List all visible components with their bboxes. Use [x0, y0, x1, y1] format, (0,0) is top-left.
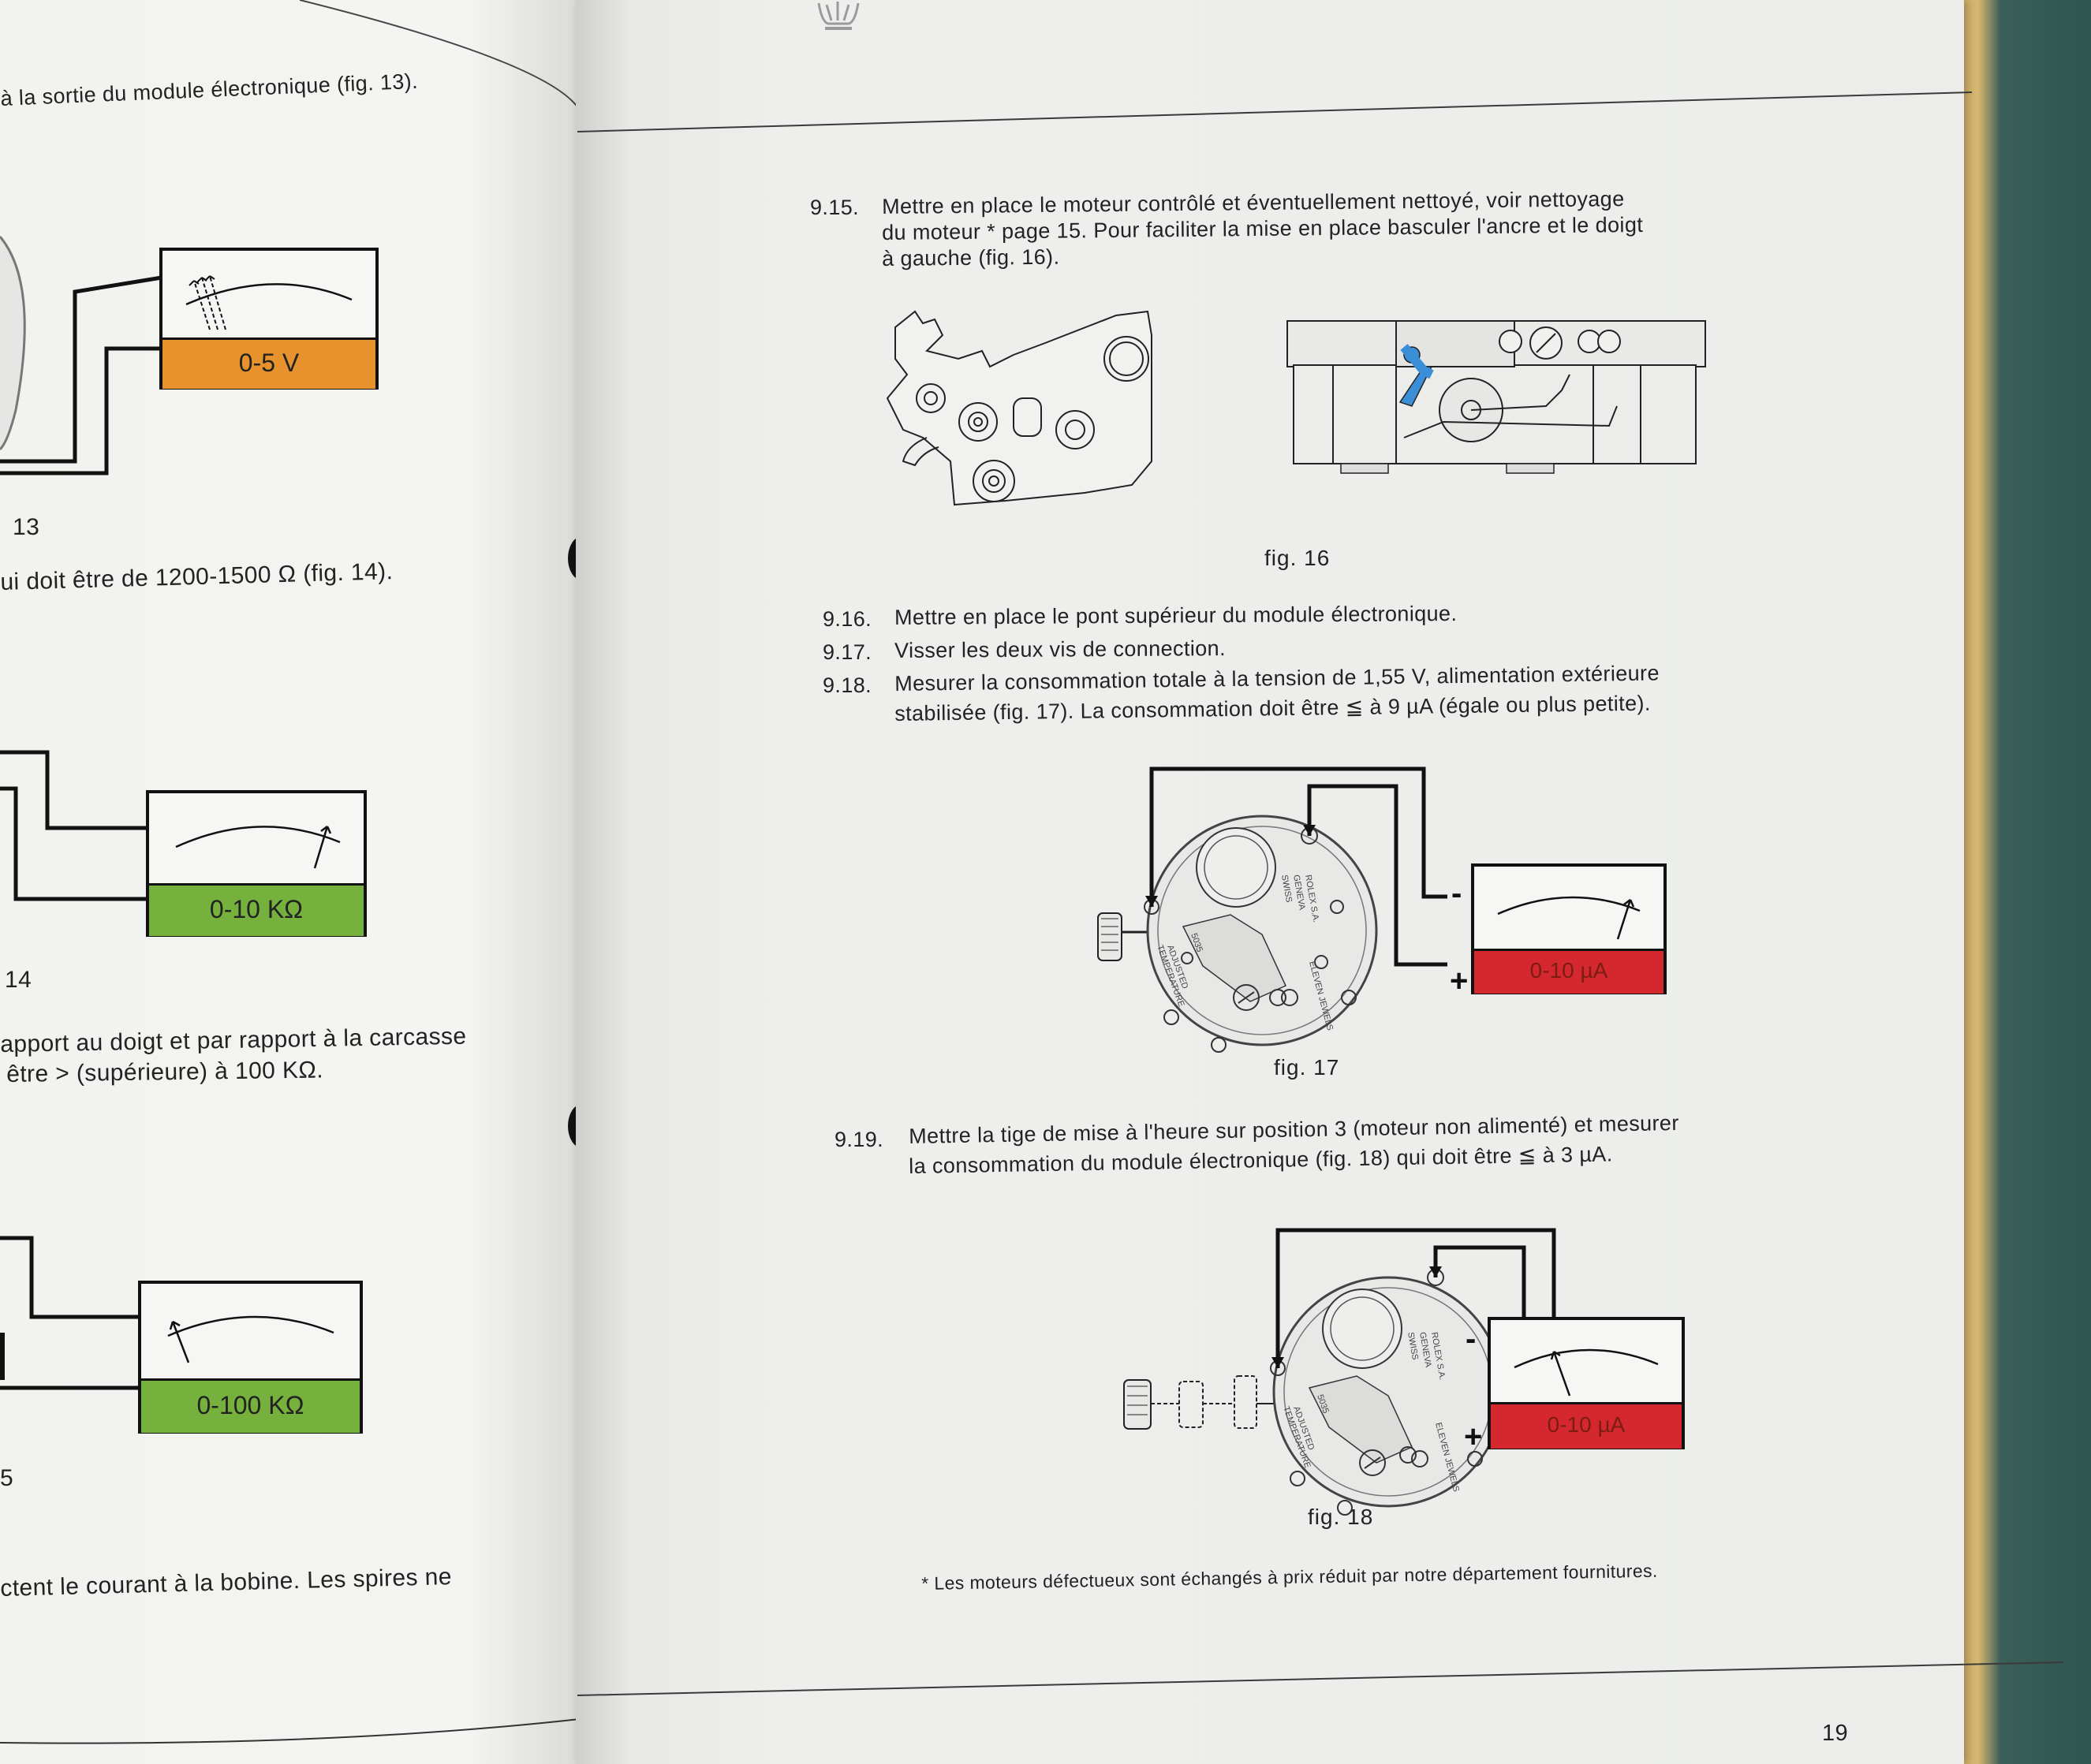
- fig-18-diagram: ROLEX S.A. GENEVA SWISS ADJUSTED TEMPERA…: [1123, 1228, 1581, 1516]
- step-9-16-number: 9.16.: [823, 607, 872, 631]
- crown-logo-icon: [817, 2, 860, 30]
- fig-16-caption: fig. 16: [1264, 546, 1331, 570]
- step-9-16-line-1: Mettre en place le pont supérieur du mod…: [894, 602, 1458, 629]
- page-number: 19: [1822, 1721, 1849, 1746]
- meter-dial: [185, 275, 353, 330]
- fig-13-diagram: [0, 236, 162, 475]
- meter-label-0-10ua-fig18: 0-10 µA: [1491, 1402, 1682, 1449]
- binder-cover: [1940, 0, 2091, 1764]
- page-rules: [577, 91, 2064, 1696]
- fig-15-number: 5: [0, 1465, 14, 1491]
- fig-15-diagram: [0, 1236, 139, 1390]
- fig-17-minus-sign: -: [1451, 876, 1462, 911]
- meter-label-0-10ua-fig17: 0-10 µA: [1474, 949, 1663, 994]
- meter-label-0-5v: 0-5 V: [162, 338, 375, 389]
- left-page: à la sortie du module électronique (fig.…: [0, 0, 584, 1764]
- meter-dial: [167, 1315, 334, 1363]
- meter-dial: [1514, 1348, 1659, 1397]
- fig-18-minus-sign: -: [1466, 1322, 1477, 1356]
- right-page: 9.15. Mettre en place le moteur contrôlé…: [576, 0, 2064, 1764]
- fig-16-side-view: [1286, 320, 1706, 474]
- fig-17-plus-sign: +: [1450, 964, 1469, 998]
- meter-dial: [1497, 896, 1641, 940]
- meter-dial: [175, 826, 341, 869]
- fig-13-number: 13: [13, 514, 40, 540]
- meter-0-100k: 0-100 KΩ: [138, 1281, 363, 1434]
- fig-14-diagram: [0, 750, 147, 901]
- fig-18-caption: fig. 18: [1308, 1505, 1374, 1529]
- meter-label-0-10k: 0-10 KΩ: [149, 883, 364, 936]
- meter-0-10ua-fig18: 0-10 µA: [1488, 1317, 1685, 1449]
- fig-17-diagram: ROLEX S.A. GENEVA SWISS ADJUSTED TEMPERA…: [1097, 766, 1447, 1053]
- fig-14-number: 14: [5, 967, 32, 993]
- meter-0-10ua-fig17: 0-10 µA: [1471, 863, 1667, 994]
- step-9-19-number: 9.19.: [835, 1128, 884, 1151]
- fig-17-caption: fig. 17: [1274, 1055, 1340, 1080]
- meter-0-10k: 0-10 KΩ: [146, 790, 367, 937]
- meter-0-5v: 0-5 V: [159, 248, 379, 390]
- step-9-18-number: 9.18.: [823, 673, 872, 697]
- left-page-curve: [0, 0, 581, 1744]
- fig-16-motor-drawing: [886, 310, 1152, 506]
- step-9-15-line-3: à gauche (fig. 16).: [882, 244, 1060, 270]
- step-9-15-number: 9.15.: [810, 196, 860, 219]
- step-9-17-number: 9.17.: [823, 640, 872, 664]
- meter-label-0-100k: 0-100 KΩ: [141, 1378, 360, 1433]
- step-9-17-line-1: Visser les deux vis de connection.: [894, 636, 1227, 662]
- fig-18-plus-sign: +: [1464, 1419, 1483, 1454]
